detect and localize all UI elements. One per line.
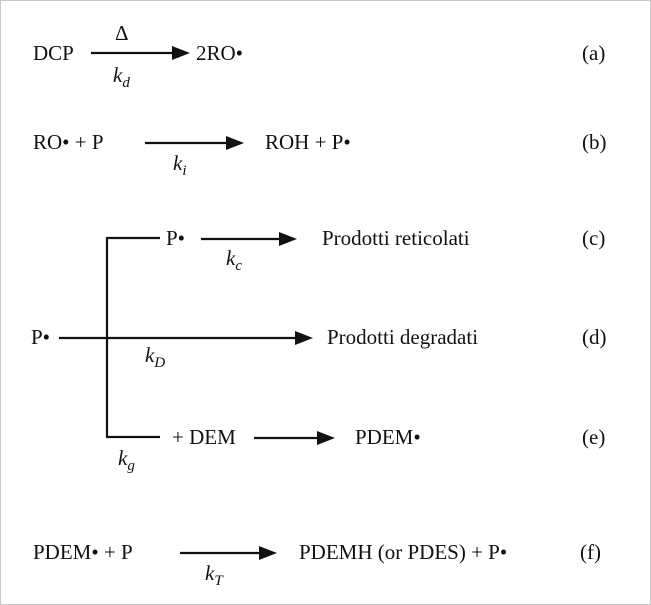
arrowhead-c: [279, 232, 297, 246]
arrowhead-f: [259, 546, 277, 560]
label-b: (b): [582, 130, 607, 154]
product-b: ROH + P•: [265, 130, 351, 154]
reactant-e: + DEM: [172, 425, 236, 449]
label-c: (c): [582, 226, 605, 250]
rate-constant-f: kT: [205, 561, 224, 589]
reaction-d: P• kD Prodotti degradati (d): [31, 325, 607, 371]
label-d: (d): [582, 325, 607, 349]
arrowhead-a: [172, 46, 190, 60]
label-f: (f): [580, 540, 601, 564]
product-a: 2RO•: [196, 41, 243, 65]
reaction-a: DCP Δ kd 2RO• (a): [33, 21, 605, 91]
reactant-f: PDEM• + P: [33, 540, 133, 564]
rate-constant-a: kd: [113, 63, 130, 91]
rate-constant-e: kg: [118, 446, 135, 474]
reactant-b: RO• + P: [33, 130, 104, 154]
reaction-e: kg + DEM PDEM• (e): [118, 425, 605, 474]
product-e: PDEM•: [355, 425, 421, 449]
arrowhead-e: [317, 431, 335, 445]
label-e: (e): [582, 425, 605, 449]
product-f: PDEMH (or PDES) + P•: [299, 540, 507, 564]
reactant-c: P•: [166, 226, 185, 250]
reaction-f: PDEM• + P kT PDEMH (or PDES) + P• (f): [33, 540, 601, 589]
product-c: Prodotti reticolati: [322, 226, 470, 250]
rate-constant-d: kD: [145, 343, 165, 371]
reaction-b: RO• + P ki ROH + P• (b): [33, 130, 607, 179]
label-a: (a): [582, 41, 605, 65]
heat-symbol: Δ: [115, 21, 129, 45]
reaction-c: P• kc Prodotti reticolati (c): [166, 226, 605, 274]
arrowhead-d: [295, 331, 313, 345]
rate-constant-c: kc: [226, 246, 242, 274]
rate-constant-b: ki: [173, 151, 187, 179]
product-d: Prodotti degradati: [327, 325, 478, 349]
arrowhead-b: [226, 136, 244, 150]
reactant-d: P•: [31, 325, 50, 349]
reactant-a: DCP: [33, 41, 74, 65]
